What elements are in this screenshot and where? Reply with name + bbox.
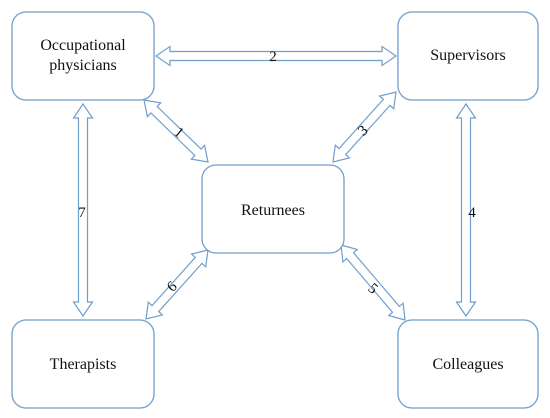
arrow-2-physicians-supervisors (154, 45, 398, 67)
node-supervisors: Supervisors (397, 11, 539, 101)
node-returnees-label: Returnees (241, 202, 305, 219)
edge-label-4: 4 (468, 205, 476, 221)
arrow-5-returnees-colleagues (340, 244, 406, 321)
node-therapists-label: Therapists (50, 356, 117, 373)
node-occupational-physicians-label-line2: physicians (49, 57, 117, 74)
node-occupational-physicians-box (11, 11, 155, 101)
node-returnees: Returnees (201, 164, 345, 254)
node-occupational-physicians-label-line1: Occupational (40, 37, 126, 54)
arrows (72, 45, 477, 321)
node-colleagues: Colleagues (397, 319, 539, 409)
arrow-7-physicians-therapists (72, 102, 94, 318)
arrow-3-supervisors-returnees (332, 91, 397, 163)
node-colleagues-box (397, 319, 539, 409)
edge-label-7: 7 (78, 205, 86, 221)
node-therapists: Therapists (11, 319, 155, 409)
node-returnees-box (201, 164, 345, 254)
arrow-1-physicians-returnees (143, 99, 209, 163)
edge-label-2: 2 (269, 49, 277, 65)
node-supervisors-box (397, 11, 539, 101)
arrow-4-supervisors-colleagues (455, 102, 477, 318)
node-therapists-box (11, 319, 155, 409)
node-occupational-physicians: Occupational physicians (11, 11, 155, 101)
node-supervisors-label: Supervisors (430, 47, 506, 64)
arrow-6-returnees-therapists (145, 249, 209, 320)
node-colleagues-label: Colleagues (432, 356, 503, 373)
